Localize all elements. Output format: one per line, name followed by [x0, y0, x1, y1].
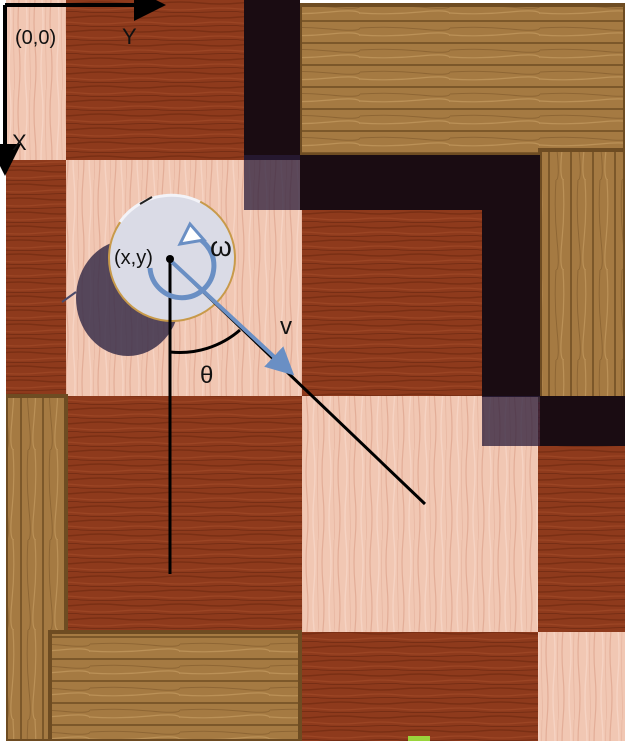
floor-tile-dark — [66, 0, 246, 160]
velocity-arrow — [170, 260, 295, 376]
robot-center-point — [166, 255, 174, 263]
wall-shadow — [244, 0, 300, 160]
crate-wall-top-right — [300, 5, 625, 155]
wall-shadows — [244, 0, 625, 446]
floor-tile-dark — [302, 632, 538, 741]
floor-marker — [408, 736, 430, 741]
crate-walls — [4, 3, 625, 741]
crate-wall-bottom — [50, 632, 300, 741]
theta-angle-arc — [169, 328, 241, 354]
heading-angle-label: θ — [200, 362, 213, 389]
image-border — [0, 0, 6, 741]
floor-tile-dark — [6, 160, 66, 396]
floor-tile-dark — [66, 396, 302, 632]
crate-wall-right — [540, 150, 625, 400]
floor-tile-light — [538, 632, 625, 741]
y-axis-label: Y — [122, 24, 137, 49]
crate-wall-bottom-frame — [48, 630, 302, 741]
floor-tile-light — [6, 0, 66, 160]
angular-velocity-label: ω — [210, 231, 232, 262]
wall-shadow — [244, 155, 300, 210]
robot-rim — [118, 193, 201, 223]
angular-velocity-arrowhead — [177, 221, 207, 246]
x-axis-label: X — [12, 130, 27, 155]
wall-shadow — [482, 155, 540, 397]
angular-velocity-arc — [147, 231, 217, 301]
position-label: (x,y) — [114, 247, 153, 269]
wall-shadow — [540, 396, 625, 446]
linear-velocity-label: v — [280, 313, 292, 340]
robot-bumper — [61, 291, 77, 303]
wall-shadow — [482, 396, 540, 446]
origin-label: (0,0) — [15, 27, 56, 49]
robot-bumper — [139, 196, 153, 205]
